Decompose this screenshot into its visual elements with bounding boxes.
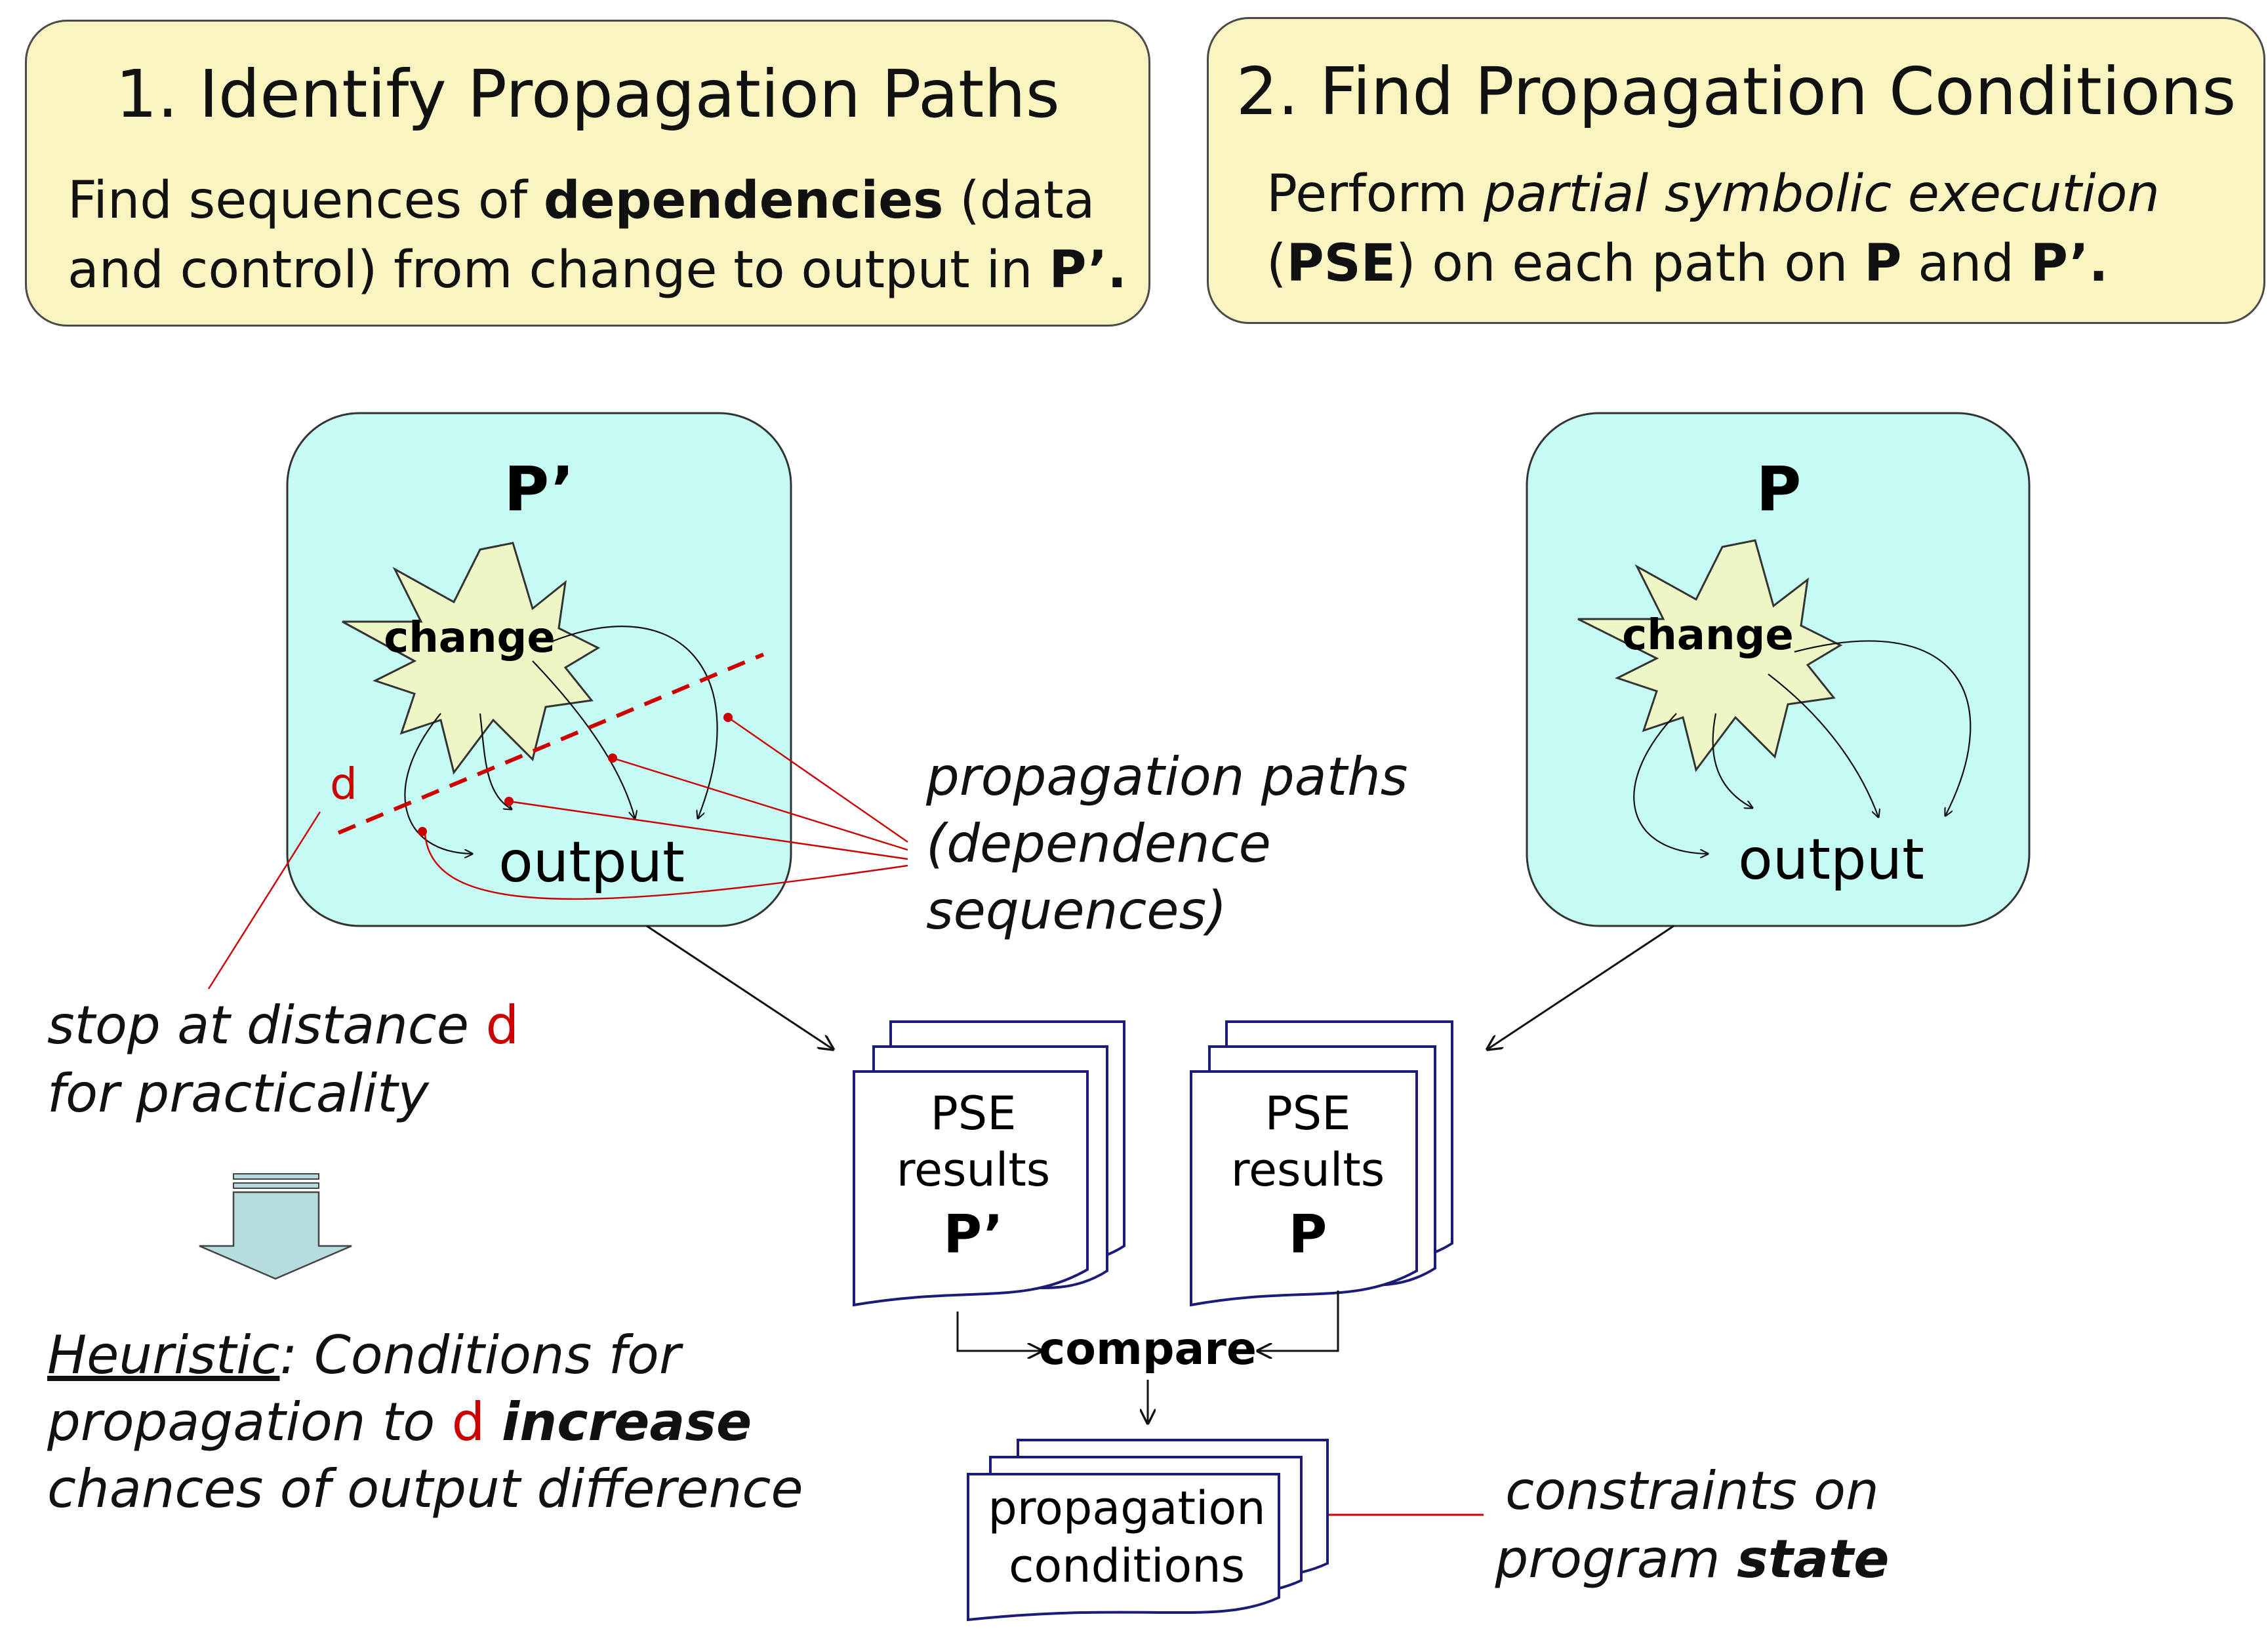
modified-program-box: P’ change output d [207, 412, 908, 990]
pse-results-modified-stack [853, 1020, 1125, 1307]
modified-program-title: P’ [504, 454, 574, 525]
compare-label: compare [1039, 1323, 1257, 1375]
dependence-arcs-original [1633, 640, 1972, 854]
change-label-original: change [1622, 611, 1793, 660]
distance-leader-line [207, 811, 321, 990]
distance-note-line2: for practicality [47, 1063, 429, 1124]
change-label-modified: change [384, 614, 555, 662]
output-label-original: output [1738, 827, 1924, 892]
pse-results-original-line3: P [1289, 1204, 1327, 1265]
pse-results-modified-line2: results [897, 1143, 1051, 1197]
change-burst-modified [342, 542, 601, 775]
distance-note-line1: stop at distance d [47, 995, 519, 1056]
step2-body-line1: Perform partial symbolic execution [1266, 165, 2160, 224]
distance-marker: d [330, 759, 357, 809]
distance-cut-line [337, 652, 765, 835]
constraints-line2: program state [1495, 1529, 1890, 1590]
step2-body-line2: (PSE) on each path on P and P’. [1266, 234, 2109, 293]
original-program-box: P change output [1526, 412, 2031, 927]
constraints-note: constraints on program state [1476, 1457, 1909, 1594]
step2-box: 2. Find Propagation Conditions Perform p… [1207, 17, 2265, 324]
change-burst-original [1577, 539, 1843, 772]
heuristic-line3: chances of output difference [47, 1458, 803, 1519]
output-label-modified: output [498, 830, 685, 895]
pse-results-original-stack [1190, 1020, 1453, 1307]
heuristic-note: Heuristic: Conditions for propagation to… [47, 1322, 803, 1523]
pse-results-original-line1: PSE [1265, 1087, 1351, 1140]
arrow-original-to-results [1488, 925, 1674, 1049]
compare-connectors [956, 1291, 1339, 1423]
heuristic-line1: Heuristic: Conditions for [47, 1325, 681, 1386]
down-arrow-icon [199, 1173, 352, 1280]
distance-note: stop at distance d for practicality [47, 992, 519, 1128]
step1-title: 1. Identify Propagation Paths [115, 56, 1060, 132]
step2-title: 2. Find Propagation Conditions [1236, 53, 2237, 130]
step1-body-line2: and control) from change to output in P’… [68, 241, 1127, 300]
pse-results-original-line2: results [1231, 1143, 1385, 1197]
step1-box: 1. Identify Propagation Paths Find seque… [25, 20, 1150, 327]
paths-annotation-line2: (dependence [926, 813, 1271, 874]
propagation-conditions-line2: conditions [1009, 1539, 1245, 1593]
paths-annotation-line3: sequences) [926, 880, 1227, 941]
paths-annotation: propagation paths (dependence sequences) [926, 744, 1407, 944]
step1-body-line1: Find sequences of dependencies (data [68, 171, 1095, 230]
arrow-modified-to-results [646, 925, 833, 1049]
heuristic-line2: propagation to d increase [47, 1392, 752, 1453]
original-program-title: P [1756, 454, 1802, 525]
pse-results-modified-line3: P’ [943, 1204, 1003, 1265]
step2-body: Perform partial symbolic execution (PSE)… [1266, 159, 2160, 298]
dependence-arcs-modified [404, 626, 718, 854]
path-leader-lines [424, 717, 908, 900]
pse-results-modified-line1: PSE [931, 1087, 1017, 1140]
constraints-line1: constraints on [1505, 1460, 1879, 1521]
propagation-conditions-line1: propagation [988, 1481, 1265, 1535]
paths-annotation-line1: propagation paths [926, 746, 1408, 807]
step1-body: Find sequences of dependencies (data and… [68, 166, 1127, 305]
propagation-conditions-stack [967, 1439, 1329, 1622]
